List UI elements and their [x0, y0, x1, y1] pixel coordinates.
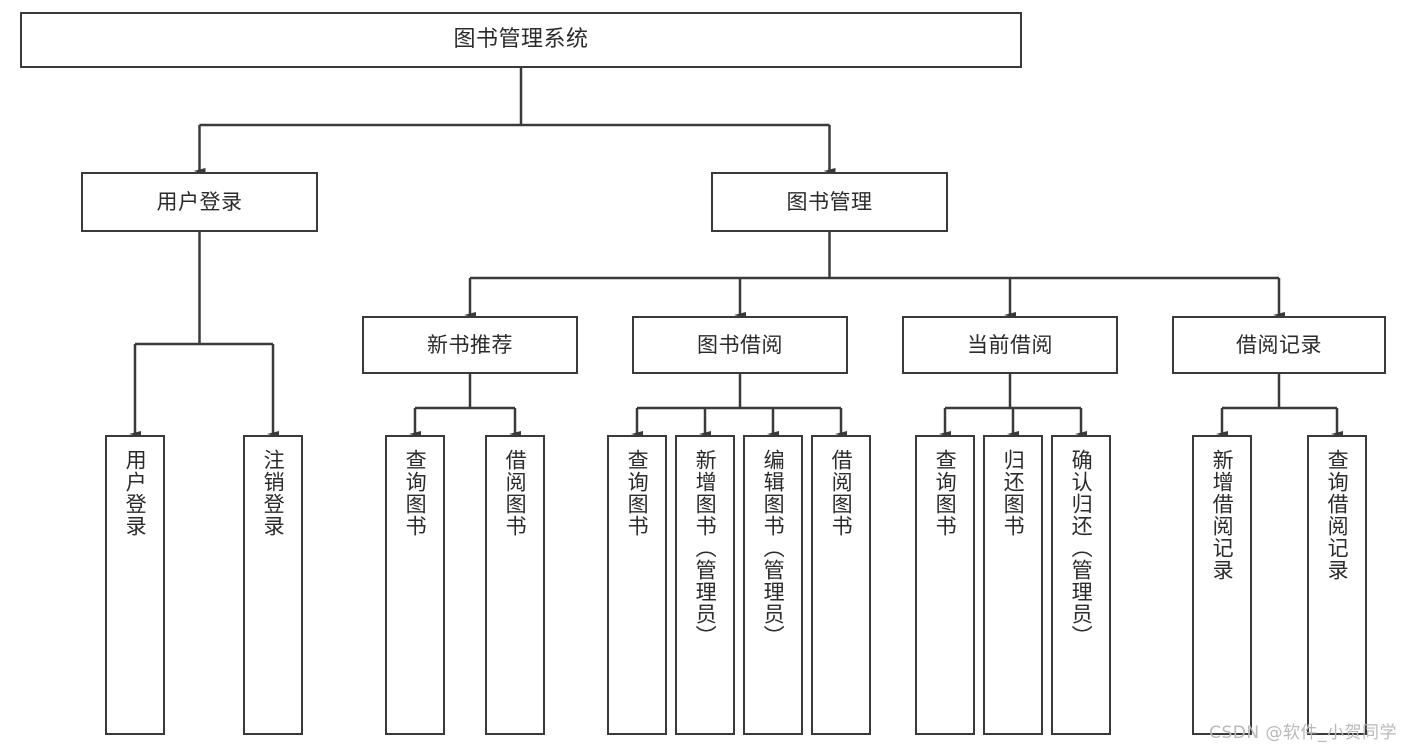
node-current-borrow[interactable]: 当前借阅 [902, 316, 1118, 374]
watermark-text: CSDN @软件_小贺同学 [1209, 723, 1397, 743]
node-label-leaf-br-query: 查询借阅记录 [1325, 449, 1350, 581]
node-leaf-bb-borrow[interactable]: 借阅图书 [811, 435, 871, 735]
node-book-borrow[interactable]: 图书借阅 [632, 316, 848, 374]
node-label-book-manage: 图书管理 [786, 189, 873, 214]
node-leaf-bb-add[interactable]: 新增图书（管理员） [675, 435, 735, 735]
node-label-leaf-cb-confirm: 确认归还（管理员） [1069, 449, 1094, 647]
node-book-manage[interactable]: 图书管理 [711, 172, 948, 232]
node-leaf-user-logout[interactable]: 注销登录 [243, 435, 303, 735]
node-leaf-cb-confirm[interactable]: 确认归还（管理员） [1051, 435, 1111, 735]
node-label-leaf-bb-borrow: 借阅图书 [829, 449, 854, 537]
node-label-leaf-bb-add: 新增图书（管理员） [693, 449, 718, 647]
node-leaf-cb-return[interactable]: 归还图书 [983, 435, 1043, 735]
node-new-book-rec[interactable]: 新书推荐 [362, 316, 578, 374]
node-leaf-rec-borrow[interactable]: 借阅图书 [485, 435, 545, 735]
node-label-leaf-user-logout: 注销登录 [261, 449, 286, 537]
node-label-book-borrow: 图书借阅 [697, 332, 783, 357]
node-label-user-login: 用户登录 [156, 189, 243, 214]
node-label-leaf-rec-query: 查询图书 [403, 449, 428, 537]
node-leaf-cb-query[interactable]: 查询图书 [915, 435, 975, 735]
node-leaf-bb-edit[interactable]: 编辑图书（管理员） [743, 435, 803, 735]
node-label-borrow-record: 借阅记录 [1236, 332, 1322, 357]
node-label-new-book-rec: 新书推荐 [427, 332, 513, 357]
node-label-leaf-br-add: 新增借阅记录 [1210, 449, 1235, 581]
node-borrow-record[interactable]: 借阅记录 [1172, 316, 1386, 374]
node-label-leaf-bb-edit: 编辑图书（管理员） [761, 449, 786, 647]
node-leaf-br-query[interactable]: 查询借阅记录 [1307, 435, 1367, 735]
node-leaf-rec-query[interactable]: 查询图书 [385, 435, 445, 735]
node-leaf-user-login[interactable]: 用户登录 [105, 435, 165, 735]
node-label-leaf-cb-return: 归还图书 [1001, 449, 1026, 537]
node-root[interactable]: 图书管理系统 [20, 12, 1022, 68]
node-label-leaf-cb-query: 查询图书 [933, 449, 958, 537]
node-label-root: 图书管理系统 [453, 27, 589, 53]
node-leaf-bb-query[interactable]: 查询图书 [607, 435, 667, 735]
node-label-leaf-bb-query: 查询图书 [625, 449, 650, 537]
node-label-current-borrow: 当前借阅 [967, 332, 1053, 357]
node-label-leaf-user-login: 用户登录 [123, 449, 148, 537]
node-user-login[interactable]: 用户登录 [81, 172, 318, 232]
node-leaf-br-add[interactable]: 新增借阅记录 [1192, 435, 1252, 735]
node-label-leaf-rec-borrow: 借阅图书 [503, 449, 528, 537]
